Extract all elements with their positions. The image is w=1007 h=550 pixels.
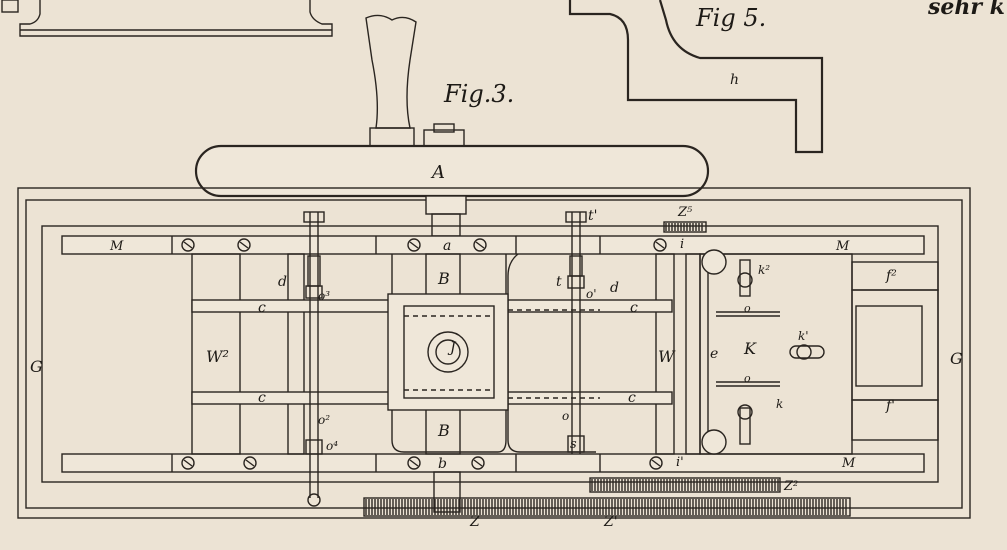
label-M-right-top: M <box>835 239 850 254</box>
central-block-B <box>387 253 600 455</box>
plates-f <box>851 261 939 441</box>
label-f2: f² <box>885 268 897 284</box>
label-o4: o⁴ <box>326 439 338 453</box>
screw-slot <box>409 459 419 467</box>
label-t: t <box>556 274 562 290</box>
fig5-profile-h <box>568 0 824 154</box>
fig5-title: Fig 5. <box>695 4 766 32</box>
fig3-title: Fig.3. <box>443 80 514 108</box>
label-o2: o² <box>318 413 330 427</box>
column-under-A <box>425 195 467 215</box>
label-e: e <box>710 346 718 362</box>
label-K: K <box>743 339 757 358</box>
label-A: A <box>430 162 445 183</box>
label-G-right: G <box>950 349 963 368</box>
label-f1: f' <box>885 398 895 414</box>
label-Z5: Z⁵ <box>677 205 693 220</box>
gear-rack-Z1 <box>363 497 851 517</box>
label-W: W <box>658 347 676 366</box>
label-i1: i' <box>676 455 684 470</box>
base-fragment-top-left <box>1 0 333 37</box>
label-B-bottom: B <box>437 421 450 440</box>
screw-slot <box>655 241 665 249</box>
label-B-top: B <box>437 269 450 288</box>
label-d2: d <box>610 280 619 296</box>
gear-teeth <box>365 223 847 515</box>
frame-W2 <box>191 253 305 455</box>
label-J: J <box>447 340 457 356</box>
screw-slot <box>409 241 419 249</box>
column-neck <box>431 213 461 237</box>
label-W2: W² <box>206 347 229 366</box>
label-G-left: G <box>30 357 43 376</box>
label-Z2: Z² <box>783 479 798 494</box>
gear-Z5 <box>663 221 707 233</box>
header-fragment: sehr k <box>927 0 1005 20</box>
label-k1: k' <box>798 329 809 343</box>
label-k: k <box>776 397 783 411</box>
label-M-left: M <box>109 239 124 254</box>
screw-slot <box>239 241 249 249</box>
label-b: b <box>438 456 447 472</box>
label-c4: c <box>628 390 636 406</box>
label-o-bottom: o <box>744 372 751 385</box>
gear-rack-Z2 <box>589 477 781 493</box>
label-o3: o³ <box>318 289 330 303</box>
label-c1: c <box>258 300 266 316</box>
screw-slot <box>183 241 193 249</box>
rail-M-bottom <box>61 453 925 473</box>
screw-slot <box>475 241 485 249</box>
label-t1: t' <box>588 208 597 224</box>
label-o-top: o <box>744 302 751 315</box>
label-s: s <box>570 437 577 452</box>
label-M-right-bottom: M <box>841 456 856 471</box>
label-h: h <box>730 72 739 88</box>
rail-M-top <box>61 235 925 255</box>
label-Z1: Z' <box>603 514 618 530</box>
label-a: a <box>443 238 451 254</box>
screw-slot <box>183 459 193 467</box>
label-Z: Z <box>469 514 480 530</box>
screw-slot <box>473 459 483 467</box>
label-o: o <box>562 409 569 423</box>
spindle-right <box>565 211 587 454</box>
label-k2: k² <box>758 263 770 277</box>
label-d1: d <box>278 274 287 290</box>
shaft-Z <box>433 471 461 513</box>
label-i: i <box>680 237 684 252</box>
screw-slot <box>651 459 661 467</box>
spindle-left <box>303 211 325 507</box>
label-c3: c <box>258 390 266 406</box>
screw-slot <box>245 459 255 467</box>
carriage-K <box>699 249 853 455</box>
label-c2: c <box>630 300 638 316</box>
label-o1: o' <box>586 287 597 301</box>
